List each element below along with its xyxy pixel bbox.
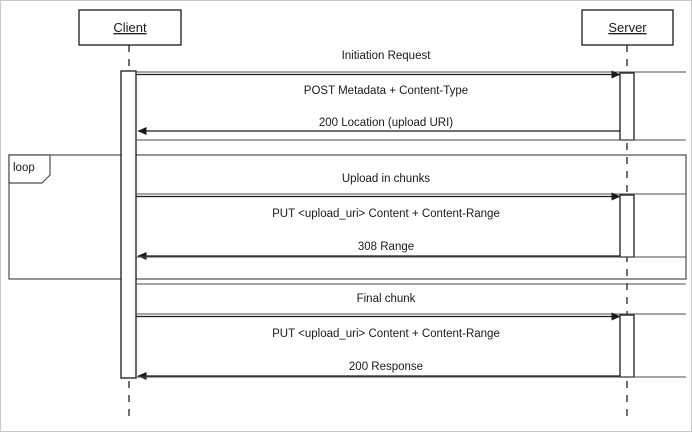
participant-box-client[interactable] — [78, 9, 182, 46]
activation-bar-server-initiation — [619, 72, 635, 141]
participant-label-server: Server — [608, 20, 647, 35]
message-label-put-chunk: PUT <upload_uri> Content + Content-Range — [272, 208, 500, 220]
activation-bar-client — [120, 70, 137, 379]
loop-fragment-tab — [8, 154, 51, 184]
activation-bar-server-chunk — [619, 194, 635, 258]
participant-label-client: Client — [113, 20, 147, 35]
loop-fragment-frame — [8, 154, 687, 280]
message-label-put-final: PUT <upload_uri> Content + Content-Range — [272, 328, 500, 340]
participant-box-server[interactable] — [581, 9, 674, 46]
note-initiation-request: Initiation Request — [342, 50, 432, 62]
note-final-chunk: Final chunk — [357, 293, 416, 305]
message-label-200-response: 200 Response — [349, 361, 423, 373]
message-label-200-location: 200 Location (upload URI) — [319, 117, 453, 129]
message-label-post-metadata: POST Metadata + Content-Type — [304, 85, 468, 97]
loop-fragment-label: loop — [13, 162, 35, 174]
note-upload-in-chunks: Upload in chunks — [342, 173, 430, 185]
message-label-308-range: 308 Range — [358, 241, 414, 253]
activation-bar-server-final — [619, 314, 635, 378]
